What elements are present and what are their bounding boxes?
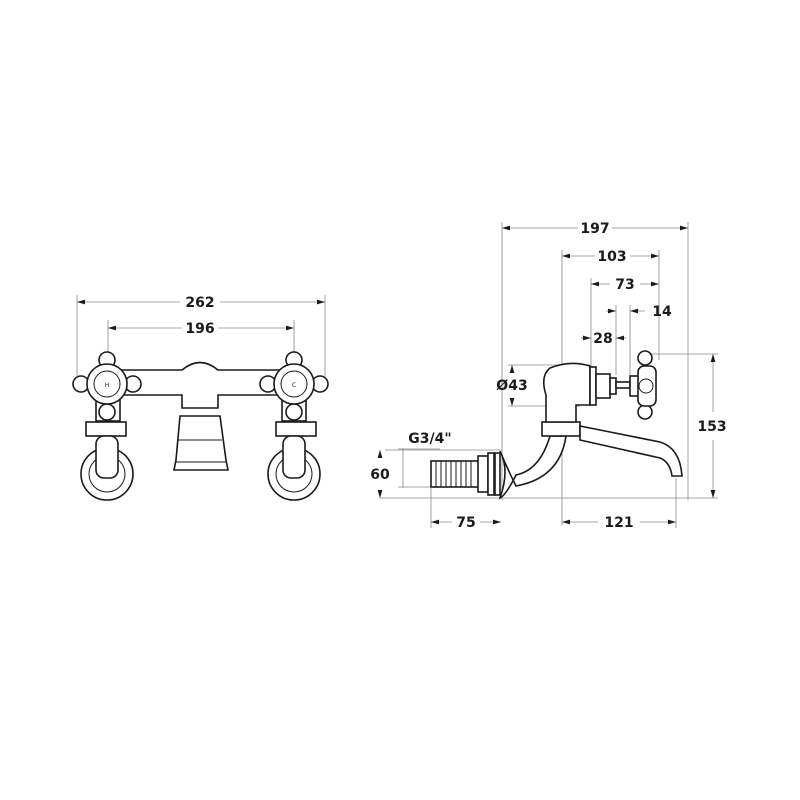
elbow (498, 435, 567, 500)
mixer-body (117, 361, 283, 409)
dim-label-197: 197 (580, 221, 609, 237)
dim-label-75: 75 (456, 515, 475, 531)
side-handle[interactable] (637, 365, 657, 407)
dimension-overall-width: 262 (76, 295, 326, 385)
dim-label-60: 60 (370, 467, 390, 483)
valve-body (542, 362, 591, 423)
dim-label-73: 73 (615, 277, 634, 293)
dim-label-262: 262 (185, 295, 214, 311)
dim-label-153: 153 (697, 419, 726, 435)
side-view: 197 103 73 14 28 Ø43 153 (370, 221, 726, 531)
dimension-centers: 196 (107, 320, 295, 355)
dim-label-103: 103 (597, 249, 626, 265)
side-tap-body (430, 350, 683, 500)
spout (579, 425, 683, 477)
cold-handle-assembly: C (259, 351, 329, 501)
dim-label-196: 196 (185, 321, 214, 337)
front-view: 262 196 H (72, 295, 329, 501)
hot-nut (85, 421, 127, 437)
cold-nut (275, 421, 317, 437)
dim-label-28: 28 (593, 331, 612, 347)
hot-handle[interactable] (86, 363, 128, 405)
dim-label-14: 14 (652, 304, 672, 320)
dim-label-diameter-43: Ø43 (496, 378, 527, 394)
hot-indicator: H (105, 382, 110, 389)
hot-handle-assembly: H (72, 351, 142, 501)
dim-label-121: 121 (604, 515, 633, 531)
thread-label: G3/4" (408, 431, 451, 447)
spout-front (173, 415, 229, 471)
cold-indicator: C (292, 382, 296, 389)
swivel-nut (541, 421, 581, 437)
cold-handle[interactable] (273, 363, 315, 405)
